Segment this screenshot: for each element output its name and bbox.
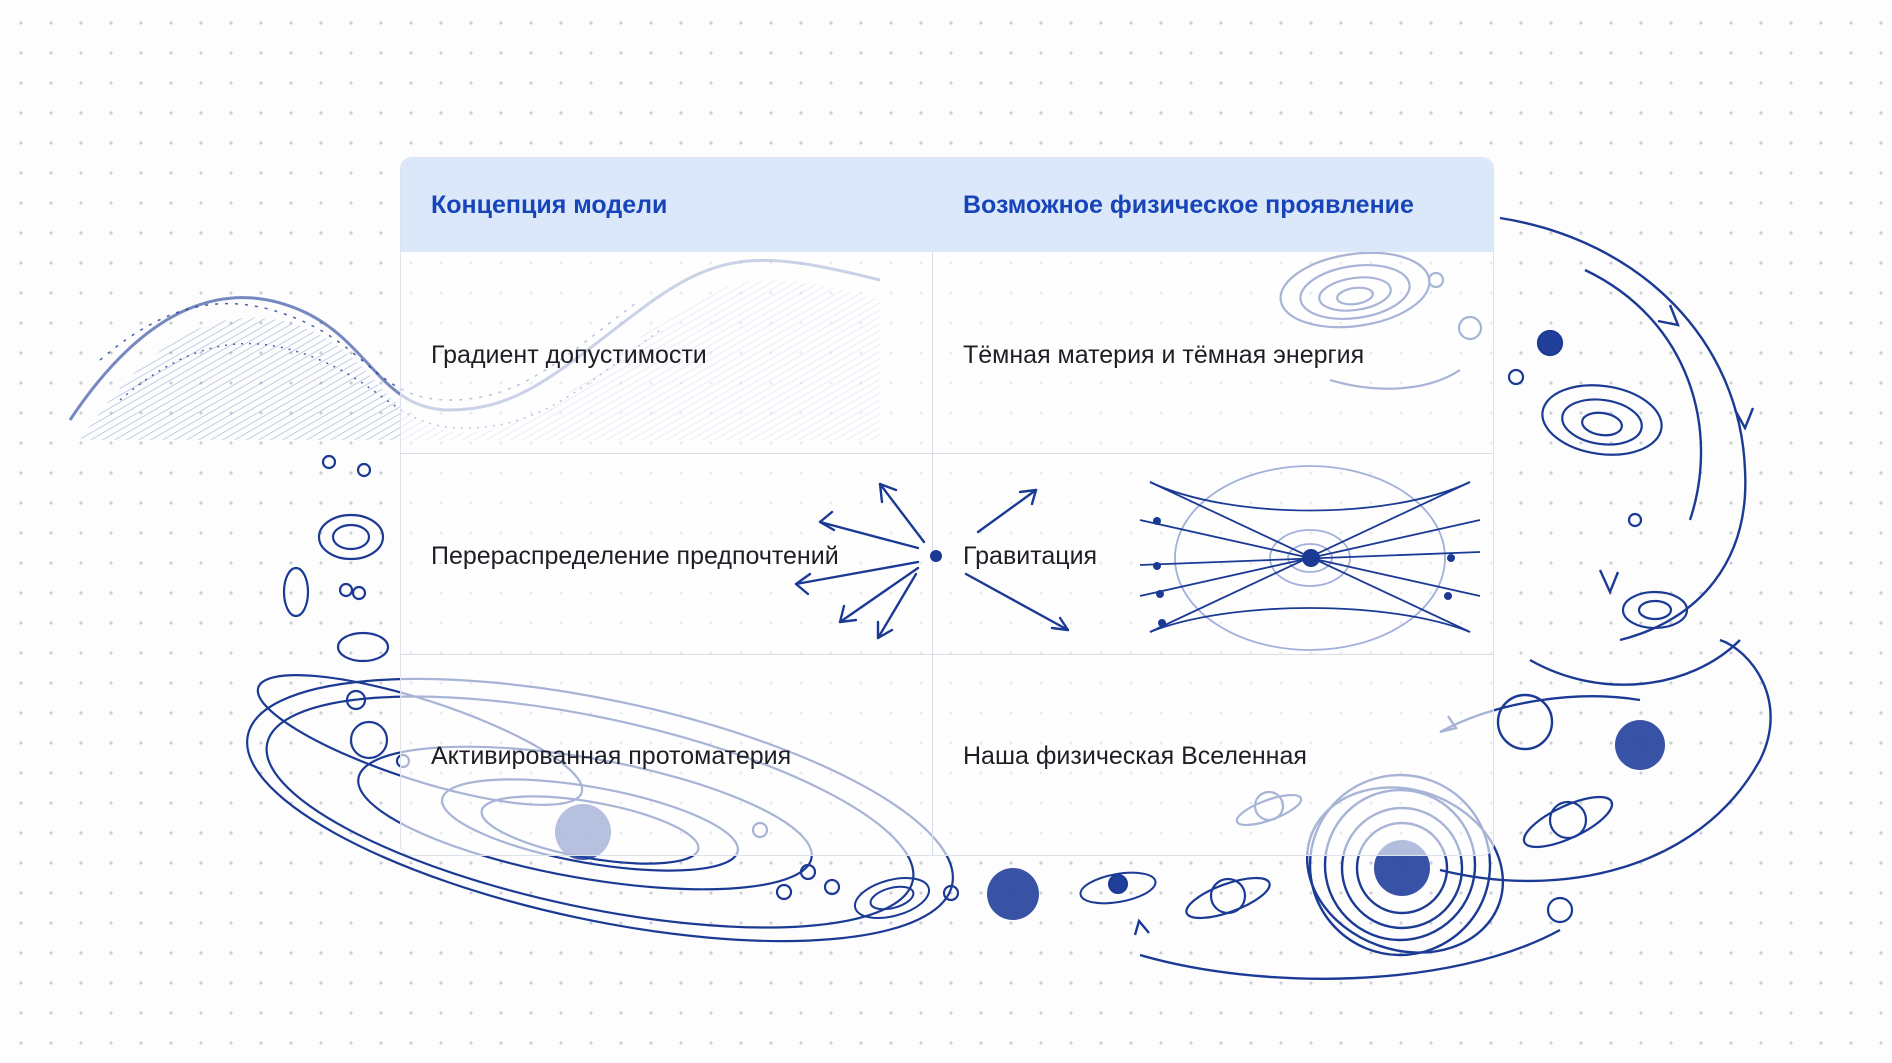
row-1-concept: Градиент допустимости bbox=[431, 341, 707, 369]
concept-table: Концепция модели Возможное физическое пр… bbox=[400, 157, 1494, 856]
row-divider bbox=[401, 654, 1493, 655]
row-3-concept: Активированная протоматерия bbox=[431, 742, 792, 770]
planet-striped bbox=[1496, 693, 1554, 751]
mid-right-spiral-galaxy bbox=[1541, 384, 1689, 630]
row-divider bbox=[401, 453, 1493, 454]
row-1-manifestation: Тёмная материя и тёмная энергия bbox=[963, 341, 1365, 369]
row-3-manifestation: Наша физическая Вселенная bbox=[963, 742, 1307, 770]
row-2-concept: Перераспределение предпочтений bbox=[431, 542, 839, 570]
left-planets bbox=[282, 454, 960, 902]
header-manifestation: Возможное физическое проявление bbox=[963, 191, 1414, 219]
planet-dark bbox=[1615, 720, 1665, 770]
table-header: Концепция модели Возможное физическое пр… bbox=[401, 158, 1493, 252]
bottom-small-galaxies bbox=[854, 871, 1157, 919]
row-2-manifestation: Гравитация bbox=[963, 542, 1098, 570]
dark-planet-1 bbox=[987, 868, 1039, 920]
header-concept: Концепция модели bbox=[431, 191, 668, 219]
column-divider bbox=[932, 252, 933, 855]
